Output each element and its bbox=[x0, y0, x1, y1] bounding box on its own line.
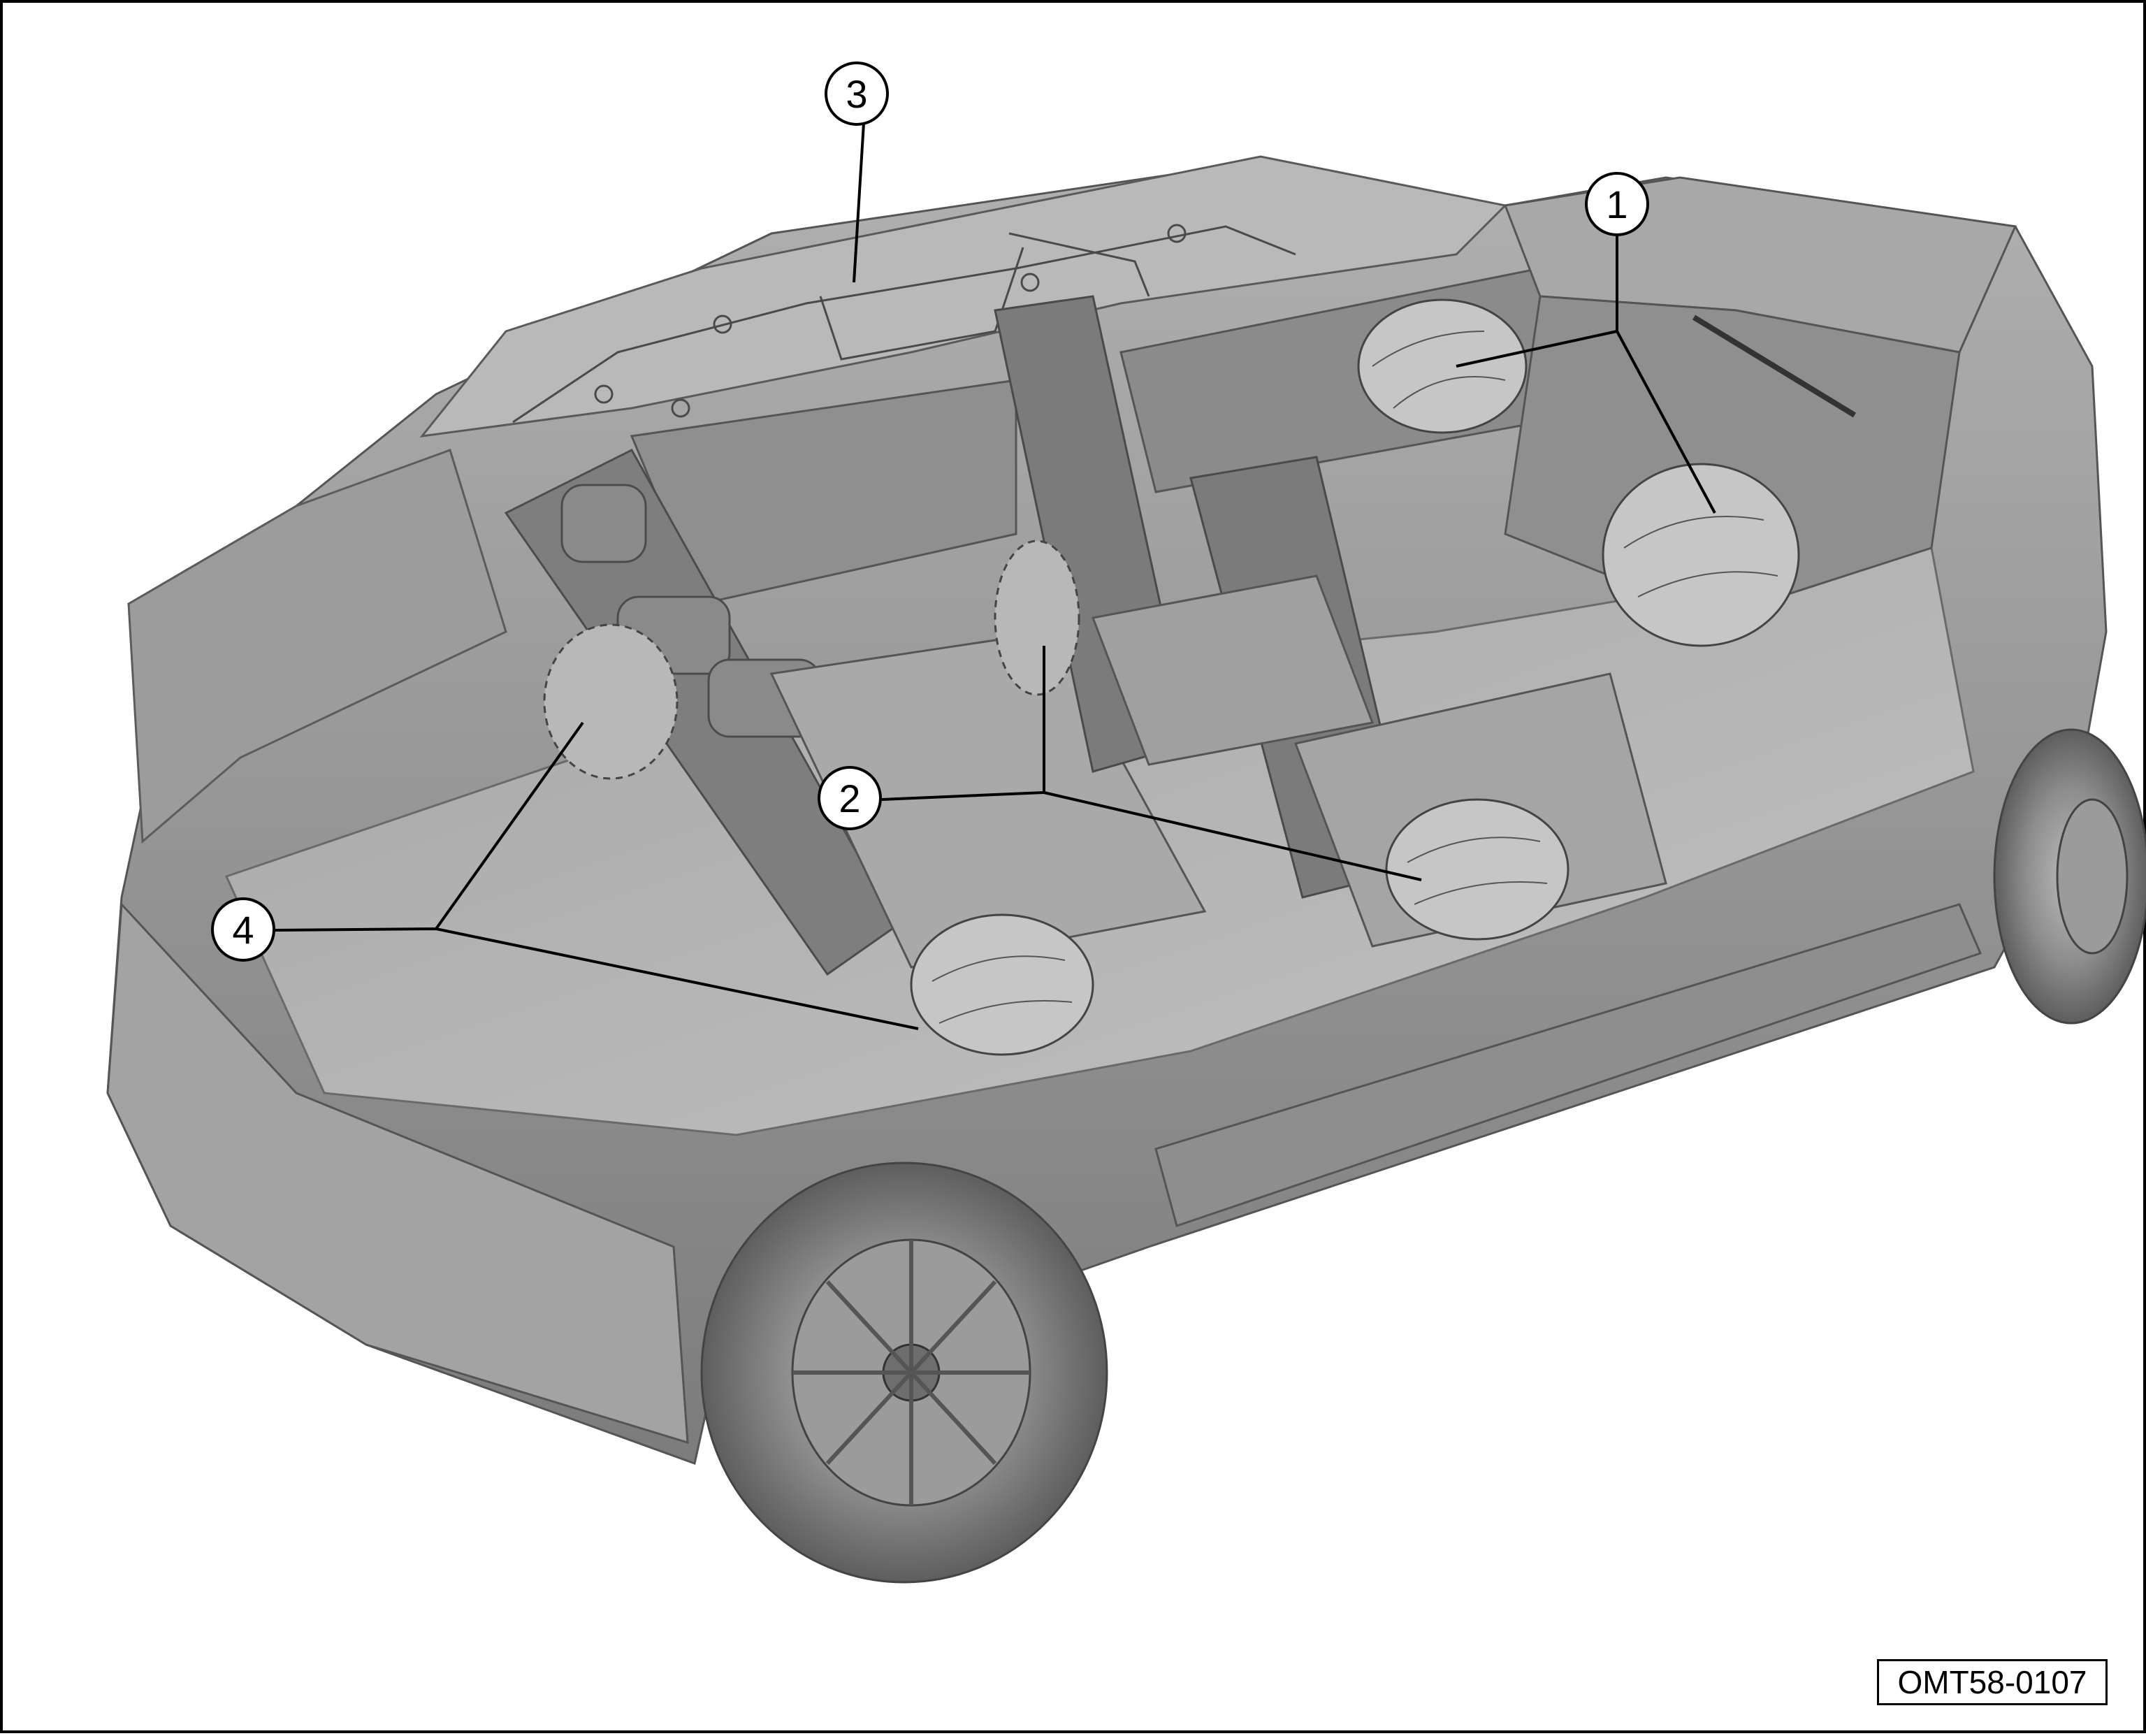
front-wheel bbox=[1993, 728, 2146, 1025]
leader-line-2 bbox=[881, 646, 1422, 881]
leader-lines bbox=[275, 122, 1716, 1030]
figure-code-label: OMT58-0107 bbox=[1877, 1659, 2108, 1705]
callout-4: 4 bbox=[211, 897, 275, 962]
callout-1: 1 bbox=[1585, 172, 1649, 236]
airbags bbox=[543, 298, 1800, 1056]
callout-1-label: 1 bbox=[1606, 182, 1627, 226]
callout-2-label: 2 bbox=[839, 776, 860, 820]
callout-2: 2 bbox=[818, 766, 882, 830]
vehicle-airbag-illustration: 1 2 3 4 bbox=[106, 62, 2146, 1584]
leader-line-3 bbox=[853, 122, 865, 283]
leader-line-1 bbox=[1456, 235, 1716, 514]
callout-3-label: 3 bbox=[846, 72, 867, 116]
leader-line-4 bbox=[275, 721, 919, 1030]
callout-4-label: 4 bbox=[232, 908, 254, 952]
rear-wheel bbox=[700, 1162, 1108, 1584]
callout-3: 3 bbox=[825, 62, 889, 126]
